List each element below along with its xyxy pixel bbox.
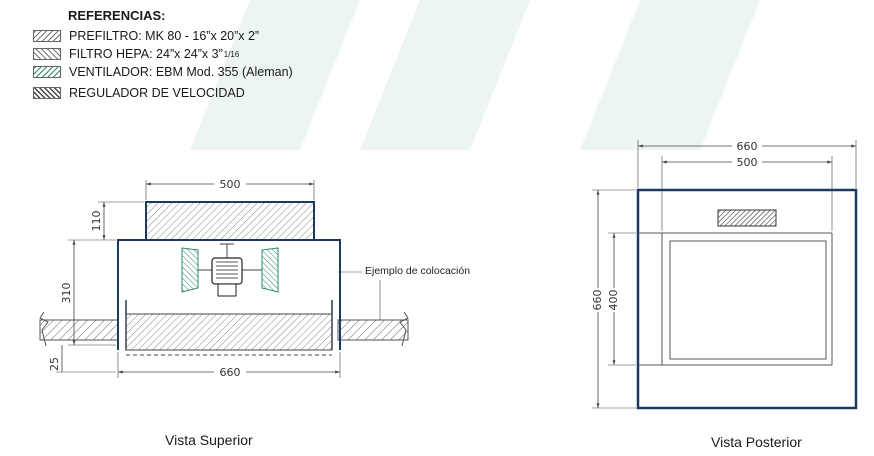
prefiltro-box (145, 201, 315, 241)
caption-vista-superior: Vista Superior (165, 432, 253, 448)
wall-right (337, 319, 409, 341)
legend-label-hepa-suffix: 1/16 (223, 49, 240, 59)
legend-label-hepa: FILTRO HEPA: 24”x 24”x 3” (69, 47, 223, 61)
watermark (190, 0, 760, 150)
vista-superior-drawing (39, 180, 409, 378)
dim-height-110: 110 (90, 211, 103, 232)
body-outline (117, 201, 341, 350)
legend-title: REFERENCIAS: (68, 8, 166, 23)
legend-label-prefiltro: PREFILTRO: MK 80 - 16”x 20”x 2” (69, 29, 260, 43)
hepa-filter (125, 313, 333, 351)
ventilador-pattern-icon (33, 66, 61, 78)
dim-gap-25: 25 (48, 357, 61, 371)
caption-vista-posterior: Vista Posterior (711, 434, 802, 450)
fan-right-blade (261, 247, 279, 293)
annotation-ejemplo: Ejemplo de colocación (365, 265, 471, 277)
hepa-pattern-icon (33, 48, 61, 60)
legend-item-regulador: REGULADOR DE VELOCIDAD (33, 86, 245, 100)
dim-inner-height-400: 400 (607, 290, 620, 311)
legend-label-regulador: REGULADOR DE VELOCIDAD (69, 86, 245, 100)
regulador-pattern-icon (33, 87, 61, 99)
dim-height-310: 310 (60, 283, 73, 304)
dim-bottom-660: 660 (220, 366, 241, 379)
legend-item-ventilador: VENTILADOR: EBM Mod. 355 (Aleman) (33, 65, 293, 79)
dim-outer-height-660: 660 (591, 290, 604, 311)
legend-item-prefiltro: PREFILTRO: MK 80 - 16”x 20”x 2” (33, 29, 259, 43)
legend-item-hepa: FILTRO HEPA: 24”x 24”x 3”1/16 (33, 47, 239, 61)
vista-posterior-dimension-labels: 660 500 660 400 (590, 139, 762, 312)
prefiltro-pattern-icon (33, 30, 61, 42)
dim-inner-width-500: 500 (737, 156, 758, 169)
regulador-velocidad (717, 209, 777, 227)
vista-superior-dimension-labels: 500 110 310 25 660 (48, 177, 246, 379)
legend-label-ventilador: VENTILADOR: EBM Mod. 355 (Aleman) (69, 65, 293, 79)
posterior-outer-frame (636, 188, 858, 410)
vista-posterior-drawing (592, 140, 858, 410)
wall-left (39, 319, 119, 341)
fan-left-blade (181, 247, 199, 293)
dim-top-500: 500 (220, 178, 241, 191)
dim-outer-width-660: 660 (737, 140, 758, 153)
posterior-inner-panel (669, 240, 827, 360)
